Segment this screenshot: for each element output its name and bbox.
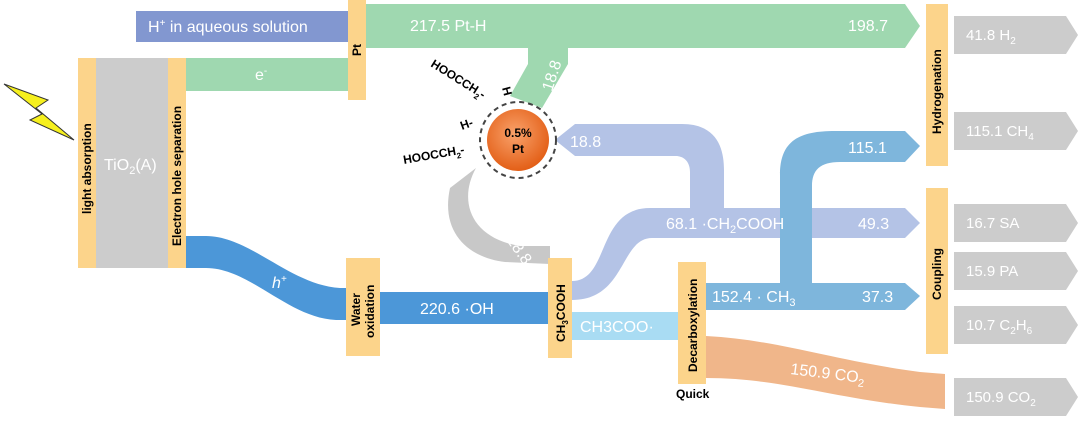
label-product-ch4: 115.1 CH4 bbox=[966, 123, 1034, 143]
label-electron-hole-separation: Electron hole separation bbox=[170, 106, 184, 246]
pt-particle bbox=[487, 109, 549, 171]
flow-acetate-radical bbox=[572, 312, 678, 340]
hydrogen-mid: H- bbox=[458, 115, 475, 132]
label-ch3cooh-node: CH3COOH bbox=[554, 284, 570, 342]
flow-co2 bbox=[706, 336, 945, 409]
label-electron: e- bbox=[255, 66, 267, 84]
label-hydrogenation: Hydrogenation bbox=[930, 49, 944, 134]
hydrogen-top: H bbox=[499, 85, 515, 97]
label-product-sa: 16.7 SA bbox=[966, 215, 1019, 232]
flow-pt-h bbox=[366, 4, 920, 48]
flow-ch3-up bbox=[780, 131, 920, 283]
label-oh: 220.6 ·OH bbox=[420, 301, 494, 318]
ligand-bottom: HOOCCH2- bbox=[402, 142, 466, 169]
label-ch2-from-pt: 18.8 bbox=[570, 134, 601, 151]
node-coupling bbox=[926, 188, 948, 354]
tio2-block bbox=[96, 58, 168, 268]
ligand-top: HOOCCH2- bbox=[427, 57, 488, 104]
label-light-absorption: light absorption bbox=[80, 123, 94, 214]
label-tio2: TiO2(A) bbox=[104, 157, 157, 177]
flow-h-plus bbox=[136, 11, 348, 42]
product-sa bbox=[954, 204, 1078, 242]
node-light-absorption bbox=[78, 58, 96, 268]
label-ch2cooh-out: 49.3 bbox=[858, 216, 889, 233]
label-pt-node: Pt bbox=[350, 44, 364, 56]
node-hydrogenation bbox=[926, 4, 948, 166]
label-ch2cooh: 68.1 ·CH2COOH bbox=[666, 216, 784, 236]
label-coupling: Coupling bbox=[930, 248, 944, 300]
pt-particle-label: Pt bbox=[512, 142, 524, 156]
flow-ch3 bbox=[706, 283, 920, 310]
label-product-pa: 15.9 PA bbox=[966, 263, 1018, 280]
label-ch4-in: 115.1 bbox=[848, 140, 887, 157]
label-water-oxidation-2: oxidation bbox=[363, 285, 377, 338]
flow-pt-h-branch bbox=[510, 40, 568, 108]
flow-ch2cooh bbox=[572, 208, 920, 300]
node-decarboxylation bbox=[678, 262, 706, 384]
label-ch3-out: 37.3 bbox=[862, 289, 893, 306]
node-water-oxidation bbox=[346, 258, 380, 356]
label-pt-h-in: 217.5 Pt-H bbox=[410, 18, 486, 35]
pt-particle-loading: 0.5% bbox=[504, 126, 532, 140]
flow-electron bbox=[186, 58, 350, 91]
label-quick: Quick bbox=[676, 387, 710, 401]
product-h2 bbox=[954, 16, 1078, 54]
product-co2 bbox=[954, 378, 1078, 416]
flow-ch2-from-pt bbox=[555, 124, 724, 208]
label-hole: h+ bbox=[272, 274, 287, 292]
product-ch4 bbox=[954, 112, 1078, 150]
lightning-icon bbox=[3, 83, 75, 141]
product-c2h6 bbox=[954, 306, 1078, 344]
label-ch3-in: 152.4 · CH3 bbox=[712, 289, 796, 309]
label-h-plus: H+ in aqueous solution bbox=[148, 18, 308, 36]
flow-oh bbox=[380, 292, 548, 324]
product-pa bbox=[954, 252, 1078, 290]
label-product-co2: 150.9 CO2 bbox=[966, 389, 1036, 409]
flow-hole bbox=[186, 236, 346, 320]
label-product-h2: 41.8 H2 bbox=[966, 27, 1016, 47]
label-acetate-radical: CH3COO· bbox=[580, 319, 654, 336]
node-electron-hole-separation bbox=[168, 58, 186, 268]
label-pt-h-out: 198.7 bbox=[848, 18, 888, 35]
pt-particle-outline bbox=[479, 101, 557, 179]
flow-grey-down bbox=[448, 168, 550, 264]
node-pt bbox=[348, 0, 366, 100]
node-ch3cooh bbox=[548, 258, 572, 358]
label-water-oxidation-1: Water bbox=[349, 293, 363, 326]
label-product-c2h6: 10.7 C2H6 bbox=[966, 317, 1033, 337]
label-decarboxylation: Decarboxylation bbox=[686, 279, 700, 372]
